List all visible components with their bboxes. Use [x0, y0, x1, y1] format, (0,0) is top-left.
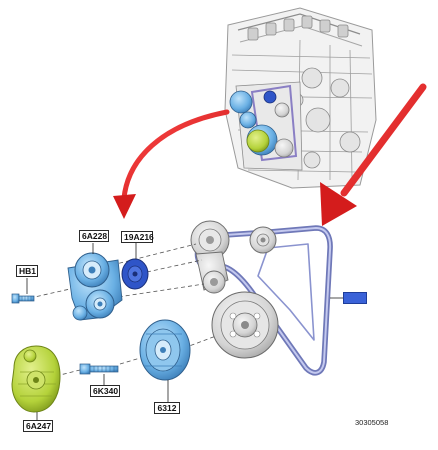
document-number: 30305058 [355, 418, 389, 427]
leader-lines [26, 243, 343, 421]
part-label-tensioner: 6A228 [79, 230, 109, 242]
engine-block-icon [224, 7, 377, 189]
alternator [11, 345, 61, 413]
part-label-bolt: 6K340 [90, 385, 120, 397]
part-label-hb1: HB1 [16, 265, 38, 277]
curved-arrow-icon [113, 109, 230, 219]
damper-bolt [79, 363, 119, 375]
belt-arrow-icon [320, 83, 427, 226]
part-label-alternator: 6A247 [23, 420, 53, 432]
assembled-pulleys [190, 220, 279, 359]
tensioner-assembly [67, 252, 123, 321]
idler-pulley [121, 258, 149, 290]
hb1-bolt [11, 293, 35, 304]
part-label-belt: 8620 [343, 292, 367, 304]
crank-damper [139, 319, 191, 381]
part-label-damper: 6312 [154, 402, 180, 414]
part-label-idler: 19A216 [121, 231, 154, 243]
